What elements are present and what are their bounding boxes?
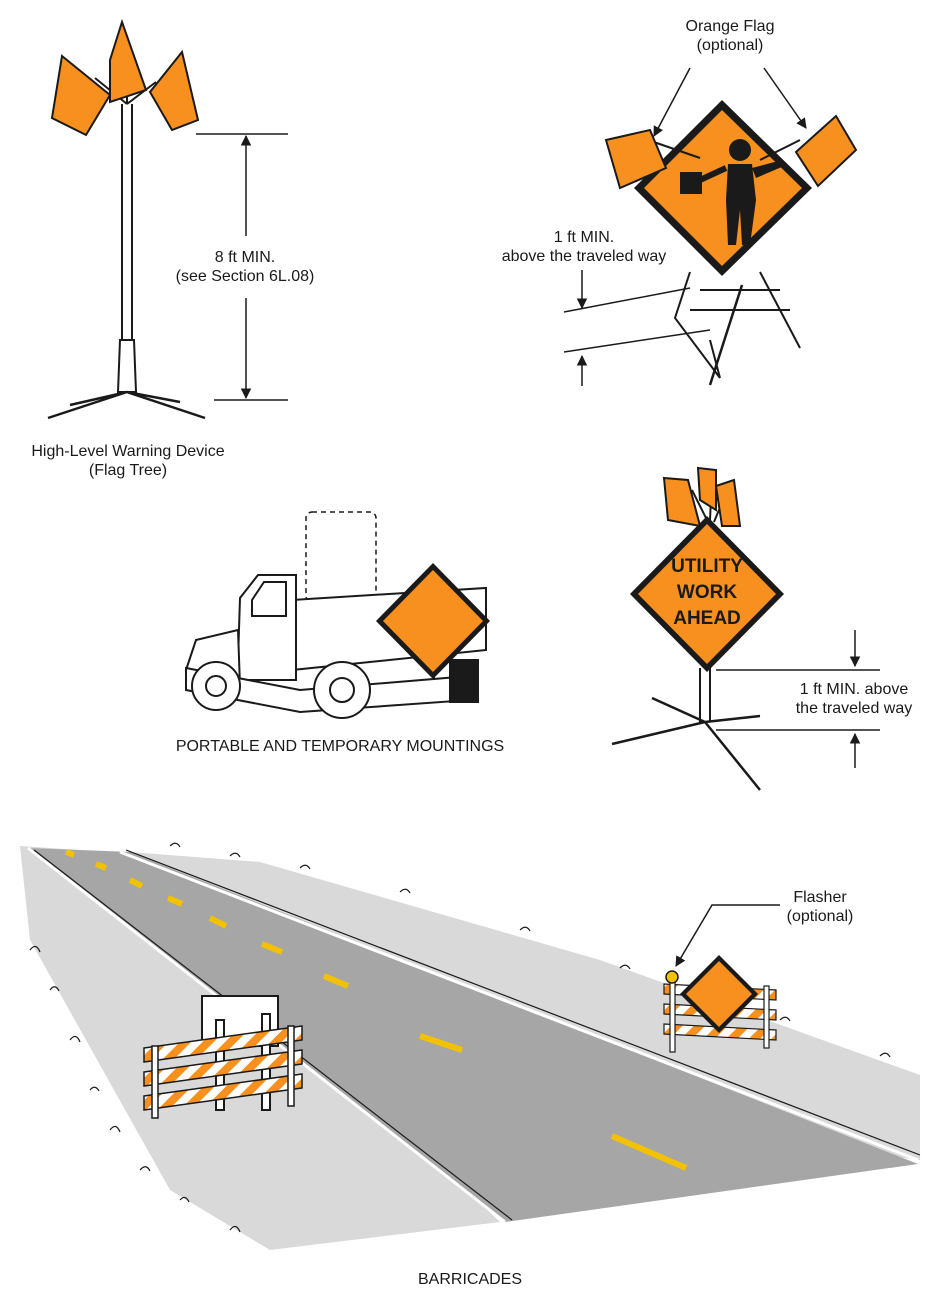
portable-sign-flags — [662, 466, 742, 528]
orange-flag-label-line2: (optional) — [696, 37, 764, 54]
portable-mountings-caption: PORTABLE AND TEMPORARY MOUNTINGS — [175, 738, 505, 755]
barricade-right — [663, 955, 777, 1053]
flag-right — [148, 49, 200, 132]
flag-tree-caption-line2: (Flag Tree) — [88, 462, 168, 479]
flag-center — [109, 18, 148, 104]
utility-work-ahead-sign: UTILITY WORK AHEAD — [630, 516, 784, 672]
flasher-label-line1: Flasher — [793, 889, 847, 906]
truck-sign — [376, 563, 490, 680]
road-scene — [20, 842, 921, 1250]
flagger-clearance-dimension — [563, 270, 711, 386]
portable-sign-stand — [611, 668, 761, 791]
flag-tree-dimension — [196, 133, 288, 401]
portable-clearance-dimension — [716, 630, 880, 768]
flagger-sign — [634, 100, 812, 276]
sign-text-utility: UTILITY — [671, 556, 743, 577]
flagger-sign-flags — [604, 114, 858, 190]
portable-clearance-line2: the traveled way — [795, 700, 913, 717]
orange-flag-label-line1: Orange Flag — [685, 18, 775, 35]
flagger-clearance-label: 1 ft MIN. above the traveled way — [484, 228, 684, 266]
portable-clearance-label: 1 ft MIN. above the traveled way — [770, 680, 938, 718]
flagger-clearance-line1: 1 ft MIN. — [553, 229, 615, 246]
orange-flag-label: Orange Flag (optional) — [640, 17, 820, 55]
flag-tree-height-line2: (see Section 6L.08) — [175, 268, 315, 285]
grass-texture — [29, 842, 891, 1233]
center-lane-dashes — [64, 849, 688, 1171]
flag-label-arrows — [653, 67, 807, 137]
flag-tree-height-label: 8 ft MIN. (see Section 6L.08) — [150, 248, 340, 286]
flag-tree-height-line1: 8 ft MIN. — [214, 249, 276, 266]
flag-tree-caption-line1: High-Level Warning Device — [31, 443, 225, 460]
flagger-sign-stand — [673, 271, 801, 386]
flag-left — [50, 54, 112, 137]
flag-tree — [47, 18, 206, 420]
portable-clearance-line1: 1 ft MIN. above — [799, 681, 909, 698]
flasher-label: Flasher (optional) — [760, 888, 880, 926]
barricades-caption: BARRICADES — [417, 1271, 523, 1288]
flasher-leader — [675, 904, 780, 967]
flasher-light — [665, 970, 679, 984]
flasher-label-line2: (optional) — [786, 908, 854, 925]
sign-text-work: WORK — [677, 582, 737, 603]
roadway — [28, 848, 918, 1222]
flag-tree-caption: High-Level Warning Device (Flag Tree) — [10, 442, 246, 480]
left-shoulder — [20, 846, 500, 1250]
sign-text-ahead: AHEAD — [673, 608, 741, 629]
barricade-left — [143, 995, 303, 1119]
flagger-clearance-line2: above the traveled way — [501, 248, 667, 265]
